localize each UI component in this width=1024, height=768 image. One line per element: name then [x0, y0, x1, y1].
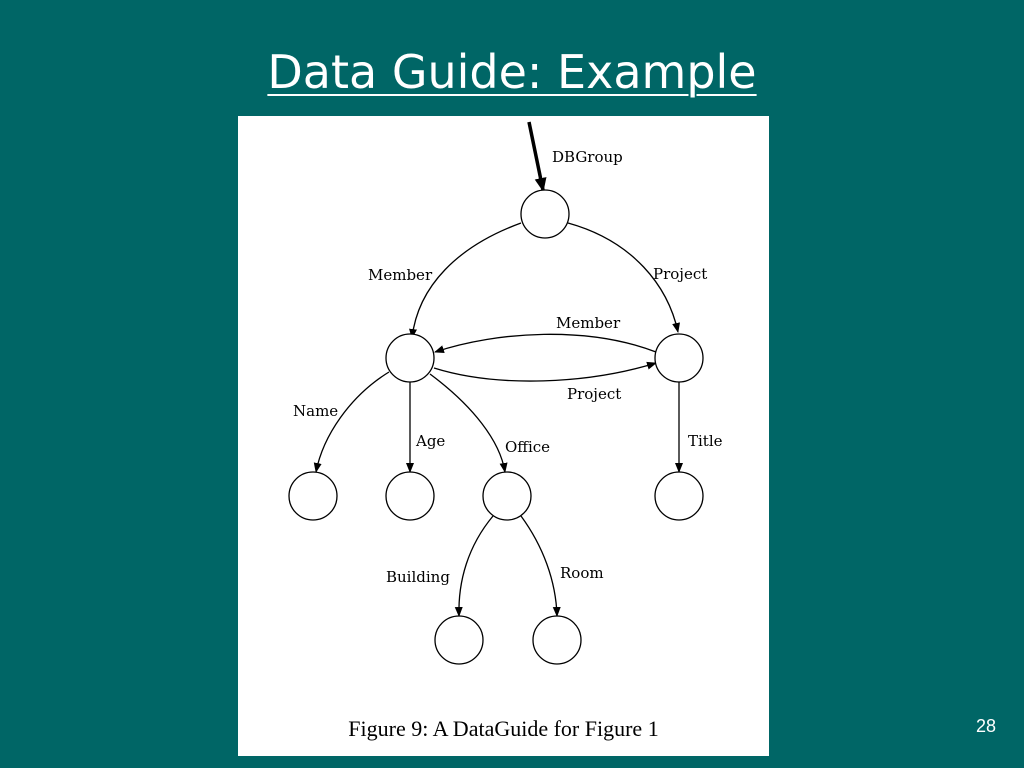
- label-project-across: Project: [567, 385, 621, 403]
- edge-dbgroup: [527, 121, 547, 192]
- node-office: [482, 471, 532, 521]
- page-number: 28: [975, 716, 996, 736]
- dataguide-diagram: DBGroup Member Project Member Project Na…: [288, 121, 723, 665]
- edge-member-down: [409, 222, 522, 339]
- label-title: Title: [688, 432, 723, 450]
- edge-member-back: [434, 333, 657, 353]
- label-dbgroup: DBGroup: [552, 148, 623, 166]
- node-name: [288, 471, 338, 521]
- label-room: Room: [560, 564, 604, 582]
- node-root: [520, 189, 570, 239]
- label-member-back: Member: [556, 314, 621, 332]
- figure-caption: Figure 9: A DataGuide for Figure 1: [348, 716, 659, 741]
- figure-panel: DBGroup Member Project Member Project Na…: [238, 116, 769, 756]
- label-project-down: Project: [653, 265, 707, 283]
- node-project: [654, 333, 704, 383]
- edge-project-across: [433, 361, 657, 382]
- label-age: Age: [415, 432, 445, 450]
- edge-name: [313, 371, 390, 473]
- node-title: [654, 471, 704, 521]
- node-room: [532, 615, 582, 665]
- node-building: [434, 615, 484, 665]
- label-office: Office: [505, 438, 550, 456]
- edge-project-down: [567, 222, 680, 333]
- label-building: Building: [386, 568, 450, 586]
- edge-building: [454, 515, 494, 617]
- edge-room: [520, 515, 561, 617]
- edge-office: [429, 373, 508, 473]
- node-age: [385, 471, 435, 521]
- slide-title: Data Guide: Example: [267, 45, 757, 99]
- label-name: Name: [293, 402, 338, 420]
- node-member: [385, 333, 435, 383]
- label-member-down: Member: [368, 266, 433, 284]
